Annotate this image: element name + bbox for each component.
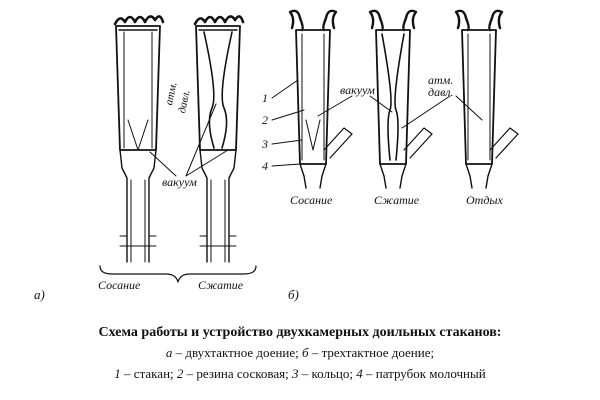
- label-atm-b-1: атм.: [428, 73, 454, 87]
- leader-vacuum-b: [317, 95, 393, 117]
- caption-line-2: а – двухтактное доение; б – трехтактное …: [0, 345, 600, 361]
- brace-a: [99, 265, 257, 283]
- caption-4-num: 4: [356, 366, 363, 381]
- caption-b-text: – трехтактное доение;: [308, 345, 435, 360]
- phase-b-squeeze: Сжатие: [374, 193, 420, 207]
- caption-3-num: 3: [292, 366, 299, 381]
- phase-a-suck: Сосание: [98, 278, 141, 292]
- leader-atm-b: [401, 95, 483, 129]
- caption-b-letter: б: [302, 345, 309, 360]
- caption-line-3: 1 – стакан; 2 – резина сосковая; 3 – кол…: [0, 366, 600, 382]
- part-number-4: 4: [262, 159, 268, 173]
- part-number-3: 3: [262, 137, 268, 151]
- label-vacuum-a: вакуум: [162, 175, 197, 189]
- caption-1-text: – стакан;: [120, 366, 177, 381]
- label-vacuum-b: вакуум: [340, 83, 375, 97]
- cup-b-rest: [454, 9, 519, 189]
- caption-title: Схема работы и устройство двухкамерных д…: [98, 325, 502, 340]
- caption-a-text: – двухтактное доение;: [172, 345, 303, 360]
- phase-b-suck: Сосание: [290, 193, 333, 207]
- part-number-1: 1: [262, 91, 268, 105]
- caption-a-letter: а: [165, 345, 173, 360]
- caption-3-text: – кольцо;: [298, 366, 357, 381]
- cup-b-suck: [288, 9, 353, 189]
- leader-vacuum-a: [149, 103, 229, 177]
- caption-1-num: 1: [114, 366, 121, 381]
- cup-b-squeeze: [368, 9, 433, 189]
- phase-a-squeeze: Сжатие: [198, 278, 244, 292]
- label-atm-b-2: давл.: [428, 85, 454, 99]
- caption-2-text: – резина сосковая;: [183, 366, 292, 381]
- cup-a-suck: [113, 15, 165, 263]
- leader-parts-b: [271, 79, 305, 167]
- panel-b-letter: б): [288, 287, 299, 302]
- cup-a-squeeze: [193, 15, 245, 263]
- panel-a-letter: а): [34, 287, 45, 302]
- caption-4-text: – патрубок молочный: [362, 366, 486, 381]
- part-number-2: 2: [262, 113, 268, 127]
- caption-2-num: 2: [176, 366, 184, 381]
- phase-b-rest: Отдых: [466, 193, 503, 207]
